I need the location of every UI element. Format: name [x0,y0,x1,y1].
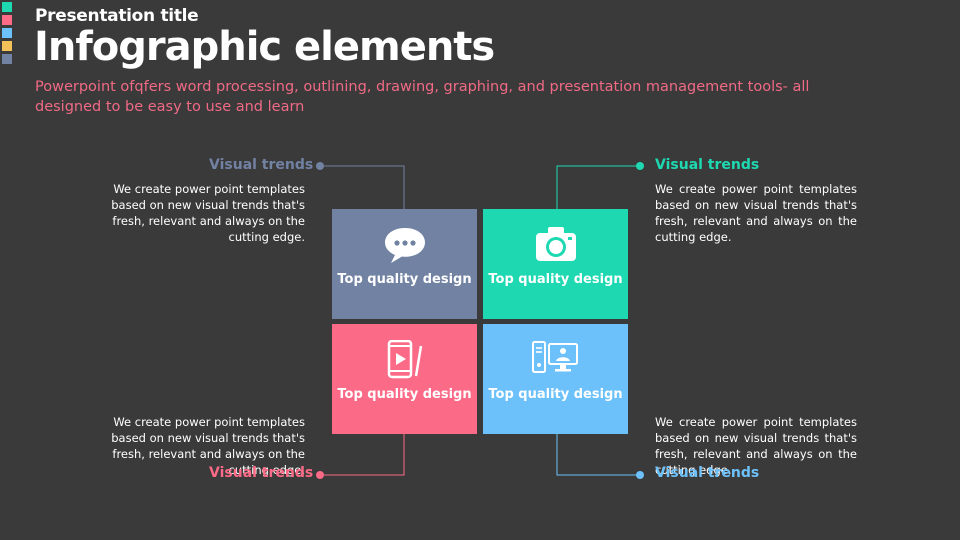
callout-text-bottom-left: We create power point templates based on… [111,415,305,477]
swatch-teal [2,2,12,12]
tile-chat: Top quality design [332,209,477,319]
swatch-yellow [2,41,12,51]
page-title: Infographic elements [34,24,495,70]
page-subtitle: Powerpoint ofqfers word processing, outl… [35,79,810,115]
tile-camera: Top quality design [483,209,628,319]
swatch-pink [2,15,12,25]
tile-label: Top quality design [337,387,472,402]
callout-heading-top-right: Visual trends [655,157,760,173]
mobile-video-icon [387,340,422,379]
callout-heading-bottom-left: Visual trends [209,465,314,481]
connector-dot-bottom-right [636,471,644,479]
tile-label: Top quality design [488,272,623,287]
chat-bubbles-icon [384,228,425,263]
tile-label: Top quality design [488,387,623,402]
desktop-computer-icon [531,341,578,373]
callout-text-top-left: We create power point templates based on… [111,182,305,244]
presentation-title: Presentation title [35,6,199,26]
tile-label: Top quality design [337,272,472,287]
callout-heading-top-left: Visual trends [209,157,314,173]
swatch-blue [2,28,12,38]
connector-bottom-left [320,433,405,476]
tile-desktop: Top quality design [483,324,628,434]
callout-heading-bottom-right: Visual trends [655,465,760,481]
camera-icon [535,227,576,261]
connector-top-right [556,165,640,209]
tile-mobile: Top quality design [332,324,477,434]
callout-text-top-right: We create power point templates based on… [655,182,857,244]
connector-dot-top-left [316,162,324,170]
connector-dot-bottom-left [316,471,324,479]
callout-text-bottom-right: We create power point templates based on… [655,415,857,477]
connector-top-left [320,165,405,209]
swatch-slate [2,54,12,64]
connector-dot-top-right [636,162,644,170]
connector-bottom-right [556,433,640,476]
